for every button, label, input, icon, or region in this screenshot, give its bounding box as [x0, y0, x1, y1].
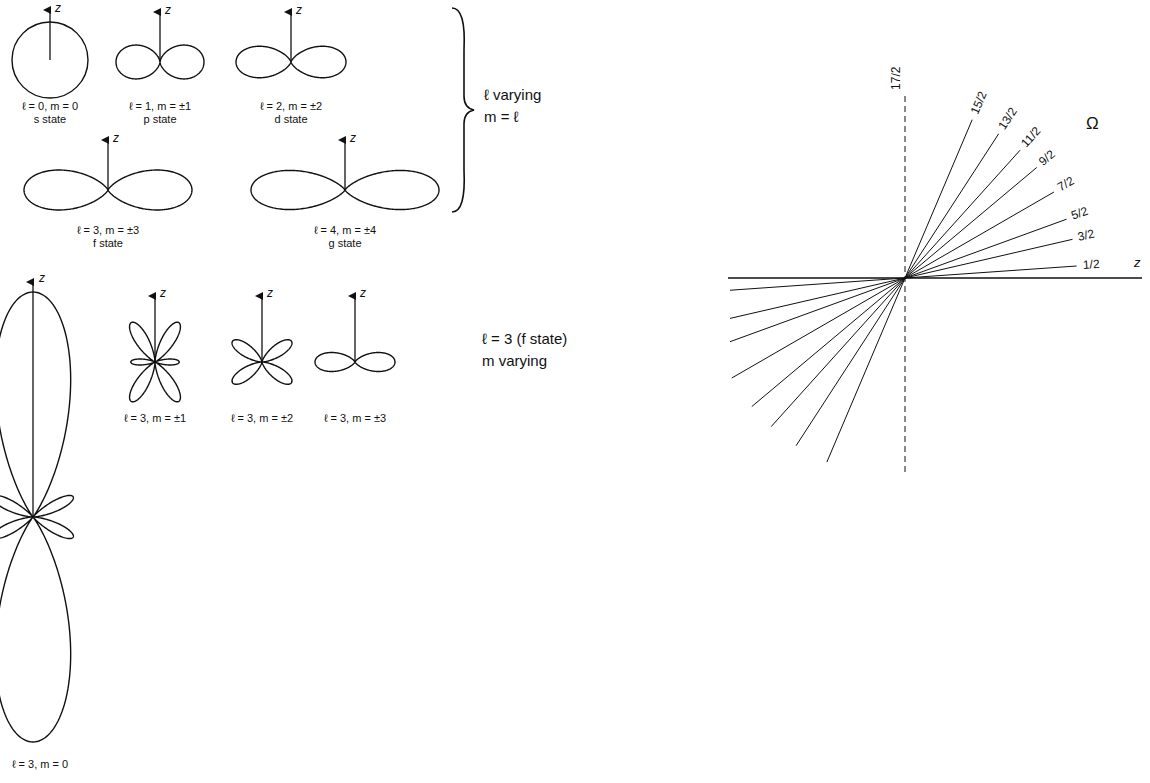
omega-line	[796, 134, 999, 446]
z-axis-arrow	[344, 140, 345, 190]
axis-label: z	[360, 287, 366, 301]
state-label: Ω	[1086, 114, 1099, 134]
state-label: ℓ = 4, m = ±4	[314, 224, 376, 237]
state-label: f state	[93, 237, 123, 250]
state-label: m = ℓ	[484, 108, 518, 125]
state-label: ℓ varying	[484, 86, 541, 103]
omega-line	[905, 96, 906, 472]
axis-label: z	[165, 4, 171, 18]
state-label: ℓ = 3, m = ±1	[124, 412, 186, 425]
z-axis-arrow	[154, 296, 155, 362]
axis-label: z	[55, 2, 61, 16]
state-label: ℓ = 1, m = ±1	[129, 100, 191, 113]
state-label: ℓ = 3, m = 0	[12, 758, 68, 771]
state-label: ℓ = 3, m = ±3	[77, 224, 139, 237]
axis-label: z	[350, 132, 356, 146]
state-label: 15/2	[968, 90, 990, 117]
state-label: 11/2	[1019, 124, 1044, 150]
axis-label: z	[296, 4, 302, 18]
state-label: ℓ = 3, m = ±3	[324, 412, 386, 425]
omega-line	[752, 167, 1037, 406]
z-axis-arrow	[159, 12, 160, 62]
state-label: 5/2	[1070, 205, 1090, 224]
state-label: ℓ = 0, m = 0	[22, 100, 78, 113]
omega-line	[771, 150, 1020, 426]
state-label: d state	[274, 113, 307, 126]
state-label: g state	[328, 237, 361, 250]
state-label: 9/2	[1037, 148, 1059, 169]
omega-line	[732, 192, 1054, 378]
z-axis-arrow	[290, 12, 291, 62]
omega-line	[730, 266, 1077, 290]
state-label: s state	[34, 113, 66, 126]
state-label: m varying	[482, 352, 547, 369]
state-label: 7/2	[1056, 175, 1077, 195]
axis-label: z	[39, 272, 45, 286]
state-label: ℓ = 2, m = ±2	[260, 100, 322, 113]
z-axis-line	[728, 277, 1142, 279]
orbital-lobe	[0, 292, 73, 742]
state-label: 17/2	[890, 67, 904, 90]
z-axis-arrow	[261, 296, 262, 362]
z-axis-arrow	[354, 296, 355, 362]
state-label: ℓ = 3, m = ±2	[231, 412, 293, 425]
state-label: 1/2	[1082, 258, 1100, 273]
omega-line	[730, 239, 1073, 318]
axis-label: z	[1134, 256, 1141, 271]
axis-label: z	[267, 287, 273, 301]
axis-label: z	[160, 287, 166, 301]
state-label: 3/2	[1077, 227, 1096, 244]
state-label: ℓ = 3 (f state)	[482, 330, 567, 347]
curly-bracket	[452, 8, 474, 212]
axis-label: z	[113, 132, 119, 146]
omega-line	[730, 219, 1067, 342]
z-axis-arrow	[32, 282, 33, 517]
z-axis-arrow	[107, 140, 108, 190]
state-label: 13/2	[996, 105, 1020, 132]
state-label: p state	[143, 113, 176, 126]
z-axis-arrow	[49, 10, 50, 60]
